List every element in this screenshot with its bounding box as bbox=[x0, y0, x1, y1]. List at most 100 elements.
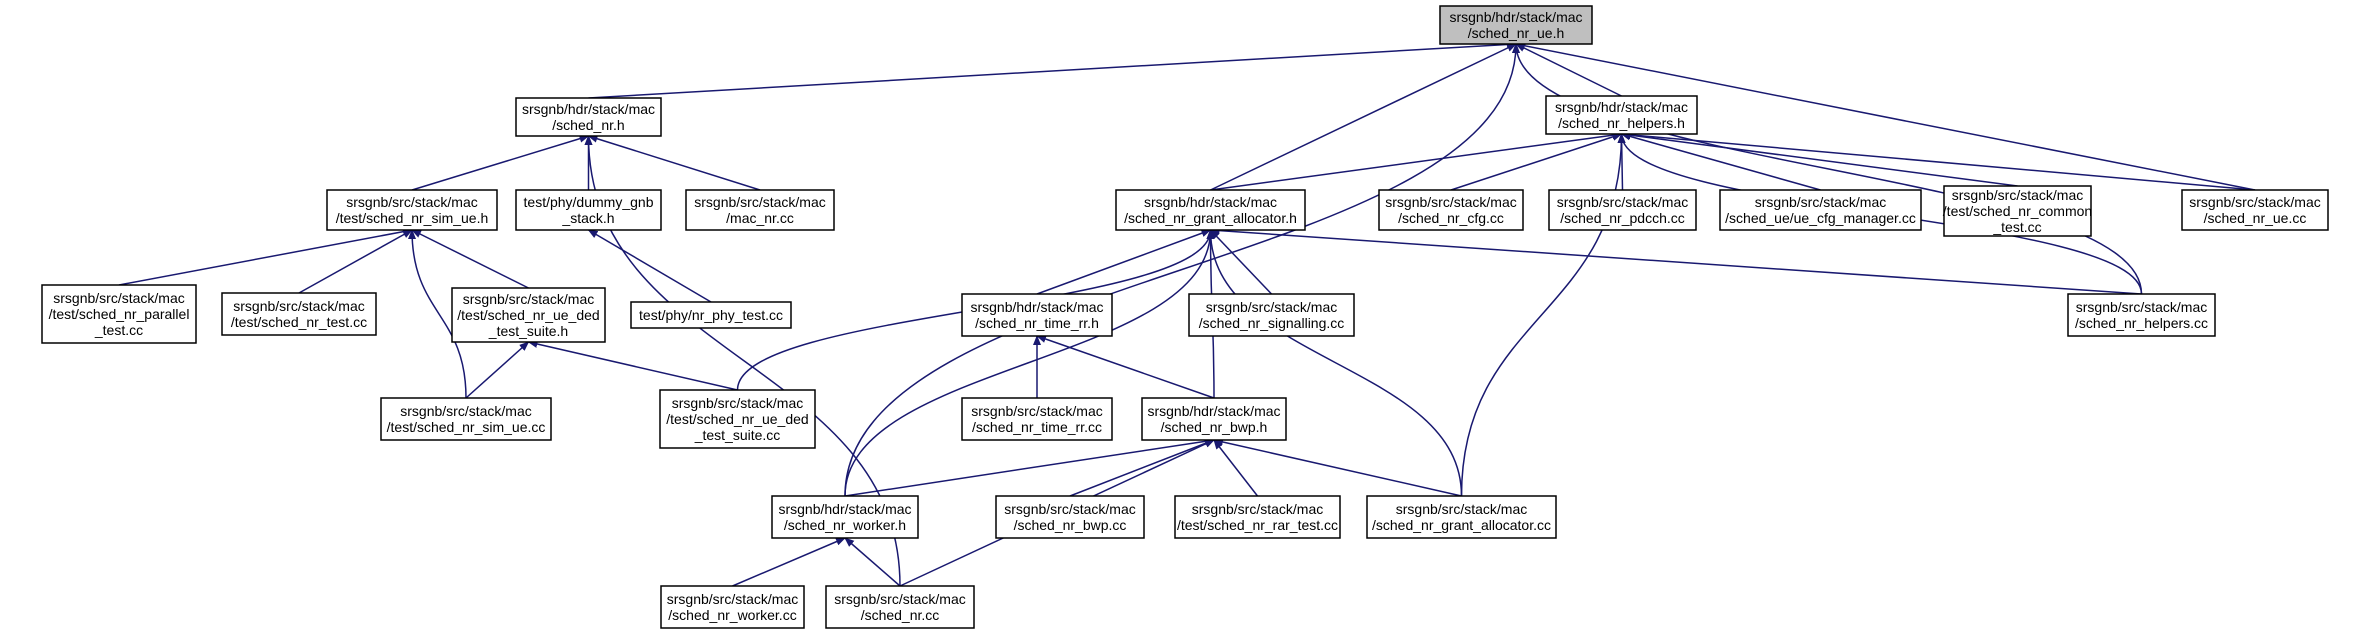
edge-nr_test-to-sim_ue_h bbox=[298, 229, 413, 294]
graph-node-signalling[interactable]: srsgnb/src/stack/mac/sched_nr_signalling… bbox=[1188, 293, 1355, 337]
node-box bbox=[41, 284, 197, 344]
node-box bbox=[825, 585, 975, 629]
graph-node-common-test[interactable]: srsgnb/src/stack/mac/test/sched_nr_commo… bbox=[1943, 185, 2092, 237]
node-label-line: /test/sched_nr_sim_ue.cc bbox=[387, 419, 546, 435]
edge-grant_alloc_cc-to-helpers_h bbox=[1460, 133, 1626, 497]
node-box bbox=[380, 397, 552, 441]
node-label-line: /sched_nr.cc bbox=[861, 607, 940, 623]
edge-mac_nr_cc-to-sched_nr_h bbox=[587, 134, 761, 191]
node-label-line: /test/sched_nr_common bbox=[1943, 203, 2092, 219]
node-label-line: srsgnb/src/stack/mac bbox=[971, 403, 1102, 419]
edge-bwp_h-to-time_rr_h bbox=[1036, 335, 1215, 399]
node-label-line: srsgnb/src/stack/mac bbox=[834, 591, 965, 607]
node-label-line: srsgnb/src/stack/mac bbox=[53, 290, 184, 306]
graph-node-bwp-cc[interactable]: srsgnb/src/stack/mac/sched_nr_bwp.cc bbox=[995, 495, 1145, 539]
node-box bbox=[1366, 495, 1557, 539]
graph-node-grant-alloc-h[interactable]: srsgnb/hdr/stack/mac/sched_nr_grant_allo… bbox=[1115, 189, 1306, 231]
graph-node-ded-suite-cc[interactable]: srsgnb/src/stack/mac/test/sched_nr_ue_de… bbox=[659, 389, 816, 449]
node-label-line: _test_suite.cc bbox=[694, 427, 781, 443]
node-box bbox=[771, 495, 919, 539]
graph-node-sched-nr-cc[interactable]: srsgnb/src/stack/mac/sched_nr.cc bbox=[825, 585, 975, 629]
node-box bbox=[1174, 495, 1341, 539]
node-label-line: srsgnb/src/stack/mac bbox=[667, 591, 798, 607]
graph-node-worker-h[interactable]: srsgnb/hdr/stack/mac/sched_nr_worker.h bbox=[771, 495, 919, 539]
graph-node-mac-nr-cc[interactable]: srsgnb/src/stack/mac/mac_nr.cc bbox=[685, 189, 835, 231]
graph-node-ded-suite-h[interactable]: srsgnb/src/stack/mac/test/sched_nr_ue_de… bbox=[451, 287, 606, 343]
graph-node-dummy-gnb[interactable]: test/phy/dummy_gnb_stack.h bbox=[515, 189, 662, 231]
node-label-line: srsgnb/src/stack/mac bbox=[694, 194, 825, 210]
graph-node-time-rr-cc[interactable]: srsgnb/src/stack/mac/sched_nr_time_rr.cc bbox=[961, 397, 1113, 441]
node-label-line: srsgnb/hdr/stack/mac bbox=[1449, 9, 1582, 25]
graph-node-parallel-test[interactable]: srsgnb/src/stack/mac/test/sched_nr_paral… bbox=[41, 284, 197, 344]
graph-node-time-rr-h[interactable]: srsgnb/hdr/stack/mac/sched_nr_time_rr.h bbox=[961, 293, 1113, 337]
graph-node-helpers-h[interactable]: srsgnb/hdr/stack/mac/sched_nr_helpers.h bbox=[1545, 95, 1698, 135]
graph-node-nr-phy-test[interactable]: test/phy/nr_phy_test.cc bbox=[630, 301, 792, 329]
graph-node-sched-nr-h[interactable]: srsgnb/hdr/stack/mac/sched_nr.h bbox=[515, 97, 662, 137]
node-box bbox=[961, 293, 1113, 337]
node-label-line: /sched_nr_worker.cc bbox=[668, 607, 796, 623]
edge-parallel_test-to-sim_ue_h bbox=[118, 227, 413, 286]
graph-node-worker-cc[interactable]: srsgnb/src/stack/mac/sched_nr_worker.cc bbox=[660, 585, 805, 629]
node-label-line: /sched_nr_grant_allocator.h bbox=[1124, 210, 1297, 226]
node-label-line: srsgnb/hdr/stack/mac bbox=[1555, 99, 1688, 115]
node-box bbox=[1719, 189, 1922, 231]
node-label-line: /sched_nr.h bbox=[552, 117, 624, 133]
edge-bwp_cc-to-bwp_h bbox=[1069, 439, 1215, 497]
node-label-line: srsgnb/hdr/stack/mac bbox=[970, 299, 1103, 315]
edge-sched_nr_h-to-root bbox=[588, 40, 1517, 99]
node-box bbox=[451, 287, 606, 343]
graph-node-ue-cfg-mgr[interactable]: srsgnb/src/stack/mac/sched_ue/ue_cfg_man… bbox=[1719, 189, 1922, 231]
node-label-line: _test.cc bbox=[1992, 219, 2041, 235]
graph-node-pdcch-cc[interactable]: srsgnb/src/stack/mac/sched_nr_pdcch.cc bbox=[1548, 189, 1697, 231]
edge-nr_phy_test-to-dummy_gnb bbox=[587, 229, 712, 303]
node-box bbox=[221, 292, 377, 336]
node-box bbox=[1141, 397, 1287, 441]
node-box bbox=[326, 189, 498, 231]
node-label-line: /sched_nr_ue.cc bbox=[2204, 210, 2307, 226]
edge-worker_h-to-bwp_h bbox=[844, 437, 1215, 497]
node-box bbox=[2067, 293, 2216, 337]
node-label-line: /sched_ue/ue_cfg_manager.cc bbox=[1725, 210, 1916, 226]
edge-worker_h-to-grant_alloc_h bbox=[844, 229, 1215, 497]
node-box bbox=[2181, 189, 2329, 231]
node-box bbox=[1548, 189, 1697, 231]
edge-cfg_cc-to-helpers_h bbox=[1450, 133, 1623, 191]
graph-node-nr-test[interactable]: srsgnb/src/stack/mac/test/sched_nr_test.… bbox=[221, 292, 377, 336]
node-label-line: srsgnb/src/stack/mac bbox=[1952, 187, 2083, 203]
graph-node-helpers-cc[interactable]: srsgnb/src/stack/mac/sched_nr_helpers.cc bbox=[2067, 293, 2216, 337]
edge-ded_suite_h-to-sim_ue_h bbox=[411, 229, 529, 289]
graph-node-sim-ue-cc[interactable]: srsgnb/src/stack/mac/test/sched_nr_sim_u… bbox=[380, 397, 552, 441]
node-box bbox=[515, 97, 662, 137]
node-label-line: /test/sched_nr_parallel bbox=[49, 306, 190, 322]
graph-node-root[interactable]: srsgnb/hdr/stack/mac/sched_nr_ue.h bbox=[1439, 5, 1593, 45]
graph-node-cfg-cc[interactable]: srsgnb/src/stack/mac/sched_nr_cfg.cc bbox=[1378, 189, 1524, 231]
edge-common_test-to-helpers_h bbox=[1620, 131, 2018, 187]
edge-ded_suite_cc-to-ded_suite_h bbox=[527, 340, 738, 391]
graph-node-bwp-h[interactable]: srsgnb/hdr/stack/mac/sched_nr_bwp.h bbox=[1141, 397, 1287, 441]
edge-sim_ue_cc-to-sim_ue_h bbox=[408, 229, 467, 399]
node-label-line: /test/sched_nr_sim_ue.h bbox=[336, 210, 489, 226]
node-label-line: srsgnb/src/stack/mac bbox=[672, 395, 803, 411]
node-box bbox=[1378, 189, 1524, 231]
graph-node-grant-alloc-cc[interactable]: srsgnb/src/stack/mac/sched_nr_grant_allo… bbox=[1366, 495, 1557, 539]
node-box bbox=[1188, 293, 1355, 337]
graph-node-sim-ue-h[interactable]: srsgnb/src/stack/mac/test/sched_nr_sim_u… bbox=[326, 189, 498, 231]
node-label-line: /sched_nr_helpers.cc bbox=[2075, 315, 2208, 331]
node-label-line: srsgnb/src/stack/mac bbox=[1755, 194, 1886, 210]
node-label-line: /sched_nr_bwp.cc bbox=[1014, 517, 1127, 533]
edge-grant_alloc_cc-to-bwp_h bbox=[1213, 438, 1462, 497]
node-label-line: /sched_nr_time_rr.cc bbox=[972, 419, 1102, 435]
node-label-line: /sched_nr_time_rr.h bbox=[975, 315, 1099, 331]
graph-node-ue-cc[interactable]: srsgnb/src/stack/mac/sched_nr_ue.cc bbox=[2181, 189, 2329, 231]
node-label-line: srsgnb/src/stack/mac bbox=[1385, 194, 1516, 210]
graph-node-rar-test[interactable]: srsgnb/src/stack/mac/test/sched_nr_rar_t… bbox=[1174, 495, 1341, 539]
node-box bbox=[1943, 185, 2092, 237]
edge-grant_alloc_h-to-root bbox=[1210, 43, 1517, 191]
node-label-line: srsgnb/src/stack/mac bbox=[233, 298, 364, 314]
node-box bbox=[1115, 189, 1306, 231]
node-label-line: /sched_nr_ue.h bbox=[1468, 25, 1565, 41]
node-label-line: /sched_nr_signalling.cc bbox=[1199, 315, 1345, 331]
edge-sched_nr_cc-to-worker_h bbox=[844, 537, 901, 587]
edge-grant_alloc_h-to-helpers_h bbox=[1210, 131, 1623, 191]
